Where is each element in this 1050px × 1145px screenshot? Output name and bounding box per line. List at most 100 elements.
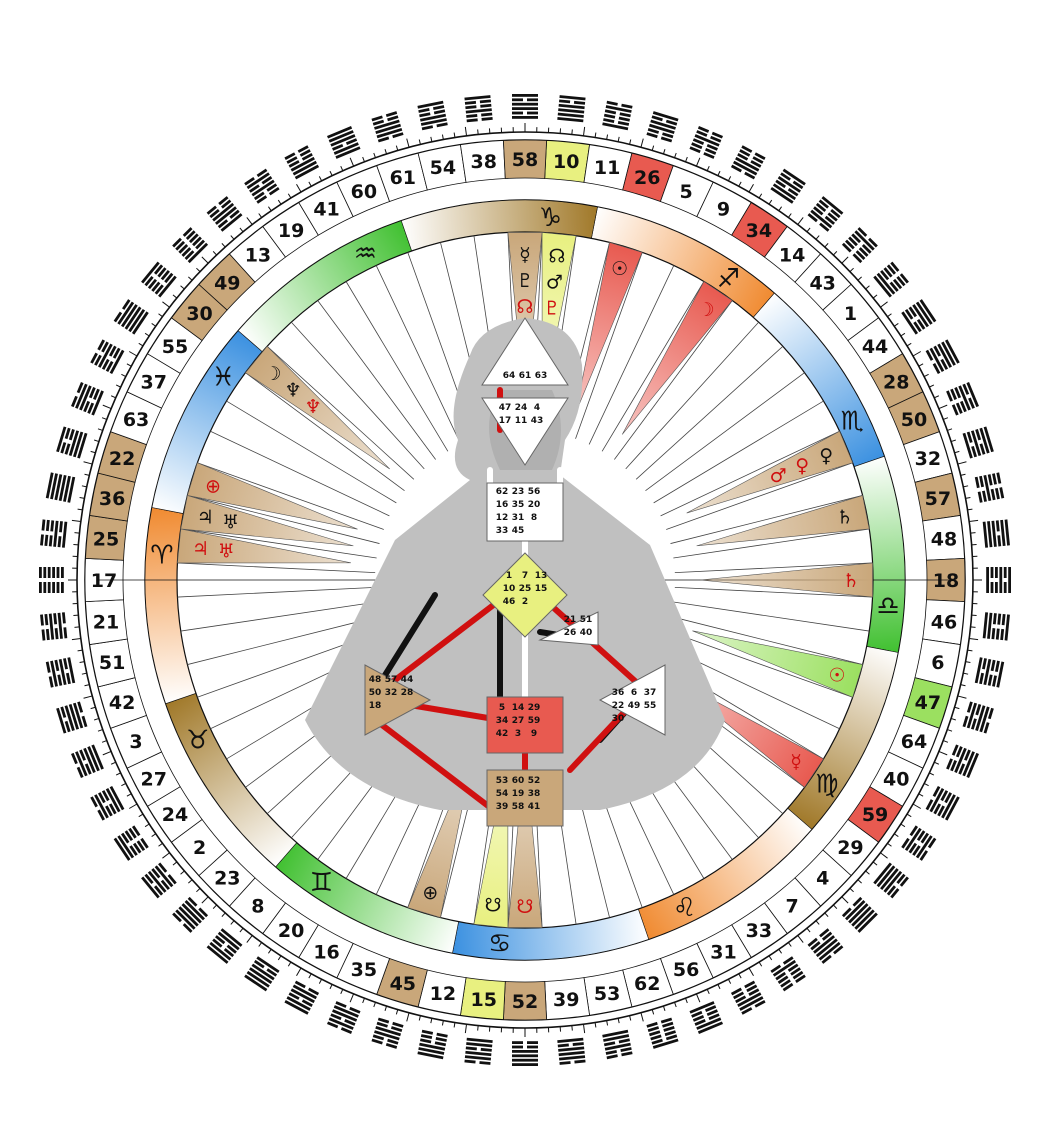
hexagram-icon [770,168,806,204]
gate-number: 57 [925,488,951,510]
planet-icon: ♂ [770,465,787,487]
hexagram-icon [602,1029,633,1060]
gate-number: 51 [99,652,125,674]
channel-line [379,597,503,693]
center-gate-label: 16 [496,500,509,510]
gate-number: 25 [93,529,119,551]
center-gate-label: 53 [496,776,509,786]
channel-line [407,702,503,723]
gate-number: 34 [746,220,772,242]
hexagram-icon [925,339,960,375]
hexagram-icon [327,1001,361,1034]
planet-icon: ☽ [698,299,715,321]
activation-ray [575,242,643,413]
hexagram-icon [244,956,280,992]
gate-number: 28 [883,372,909,394]
center-gate-label: 40 [580,628,593,638]
planet-icon: ♄ [836,506,853,528]
center-gate-label: 30 [612,714,625,724]
center-gate-label: 11 [515,416,528,426]
gate-number: 23 [214,868,240,890]
center-gate-label: 47 [499,403,512,413]
gate-number: 24 [162,804,188,826]
activation-ray [692,630,863,698]
hexagram-icon [56,426,88,459]
center-gate-label: 18 [369,701,382,711]
gate-number: 30 [186,303,212,325]
center-gate-label: 55 [644,701,657,711]
hexagram-icon [974,472,1005,503]
planet-icon: ♇ [543,297,560,319]
center-gate-label: 22 [612,701,625,711]
activation-ray [245,345,390,470]
gate-number: 26 [634,167,660,189]
hexagram-icon [512,94,538,119]
gate-number: 60 [351,181,377,203]
gate-number: 21 [93,611,119,633]
activation-ray [177,528,351,564]
center-gate-label: 38 [528,789,541,799]
gate-number: 40 [883,768,909,790]
planet-icon: ♇ [516,270,533,292]
cancer-icon: ♋ [488,929,511,959]
center-gate-label: 52 [528,776,541,786]
pisces-icon: ♓ [212,362,235,392]
center-gate-label: 46 [503,597,516,607]
hexagram-icon [689,1001,723,1034]
planet-icon: ☉ [828,665,845,687]
gate-number: 32 [915,448,941,470]
hexagram-icon [284,980,320,1015]
hexagram-icon [417,1029,448,1060]
hexagram-icon [982,612,1010,641]
hexagram-icon [557,95,586,123]
center-gate-label: 41 [528,802,541,812]
planet-icon: ☿ [519,244,531,266]
hexagram-icon [602,100,633,131]
center-gate-label: 2 [522,597,528,607]
center-gate-label: 12 [496,513,509,523]
hexagram-icon [71,382,104,416]
hexagram-icon [982,519,1010,548]
gate-number: 41 [313,199,339,221]
gate-number: 35 [351,959,377,981]
gate-number: 14 [779,245,805,267]
gate-number: 47 [915,692,941,714]
center-gate-label: 27 [512,716,525,726]
hexagram-icon [962,701,994,734]
activation-ray [696,495,870,547]
planet-icon: ♆ [305,396,322,418]
hexagram-icon [730,145,766,180]
gate-number: 55 [162,336,188,358]
gate-number: 63 [123,409,149,431]
center-gate-label: 15 [535,584,548,594]
hexagram-icon [113,825,149,861]
aries-icon: ♈ [150,541,173,571]
hexagram-icon [40,519,68,548]
center-gate-label: 21 [564,615,577,625]
planet-icon: ♅ [218,541,235,563]
hexagram-icon [113,299,149,335]
gate-number: 16 [313,941,339,963]
hexagram-icon [946,382,979,416]
center-gate-label: 5 [499,703,505,713]
center-gate-label: 49 [628,701,641,711]
gate-number: 64 [901,731,927,753]
planet-icon: ☊ [517,296,534,318]
gate-number: 13 [245,245,271,267]
hexagram-icon [172,896,209,933]
gate-number: 2 [193,837,206,859]
hexagram-icon [284,145,320,180]
hexagram-icon [986,567,1011,593]
center-gate-label: 8 [531,513,537,523]
center-gate-label: 29 [528,703,541,713]
gate-number: 48 [931,529,957,551]
hexagram-icon [557,1037,586,1065]
gemini-icon: ♊ [310,868,333,898]
center-gate-label: 60 [512,776,525,786]
libra-icon: ♎ [876,591,899,621]
